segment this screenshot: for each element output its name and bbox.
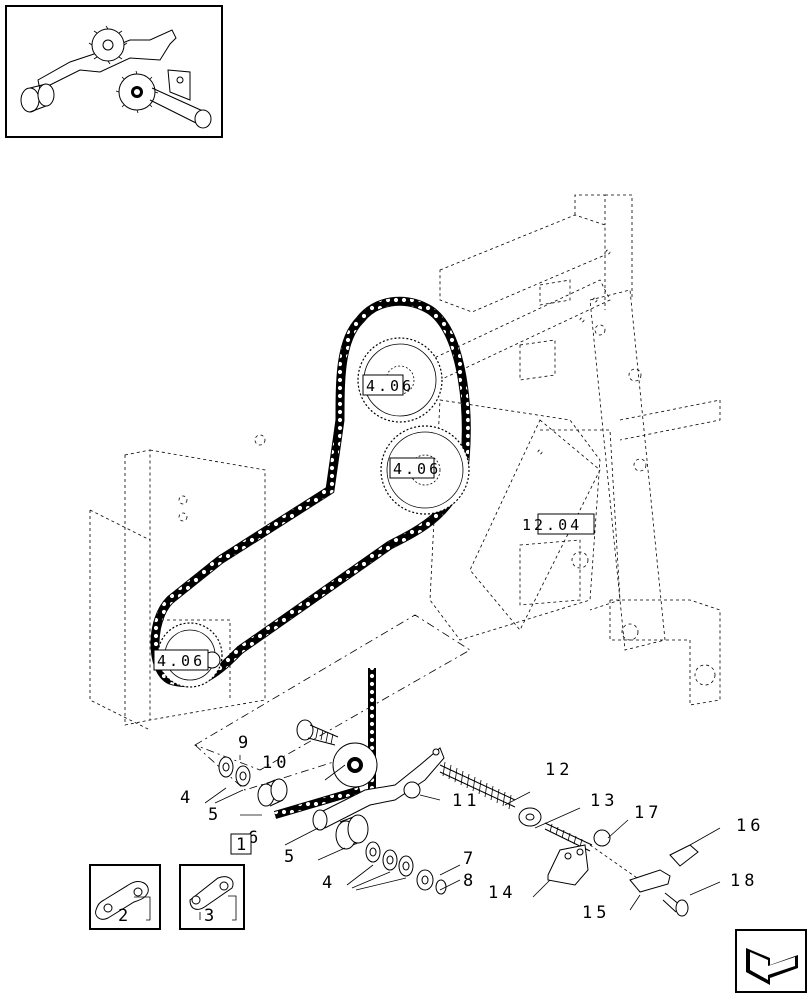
ref-label-upper: 4.06 <box>366 377 414 395</box>
machine-frame <box>89 194 721 771</box>
page-arrow-icon[interactable] <box>735 929 807 993</box>
callout-18: 18 <box>730 871 758 891</box>
callout-11: 11 <box>452 791 480 811</box>
callout-4-upper: 4 <box>180 788 194 808</box>
callout-3: 3 <box>204 906 218 926</box>
leader-lines <box>204 755 721 911</box>
ref-label-middle: 4.06 <box>393 460 441 478</box>
callout-2: 2 <box>118 906 132 926</box>
callout-4-lower: 4 <box>322 873 336 893</box>
ref-label-frame: 12.04 <box>522 516 582 534</box>
callout-10: 10 <box>262 753 290 773</box>
callout-17: 17 <box>634 803 662 823</box>
callout-8: 8 <box>463 871 477 891</box>
ref-label-lower: 4.06 <box>157 652 205 670</box>
callout-16: 16 <box>736 816 764 836</box>
callout-1-box: 1 <box>230 833 252 855</box>
offset-link-connector-icon: 3 <box>179 864 245 930</box>
callout-labels: 9 10 4 5 6 5 4 11 12 13 14 15 16 17 18 7… <box>180 733 764 923</box>
ref-box-lower: 4.06 <box>153 649 209 671</box>
callout-6: 6 <box>248 828 262 848</box>
chain-link-connector-icon: 2 <box>89 864 161 930</box>
bolt-part <box>296 719 339 746</box>
callout-12: 12 <box>545 760 573 780</box>
ref-box-upper: 4.06 <box>362 374 414 396</box>
tensioner-parts <box>194 668 699 917</box>
callout-13: 13 <box>590 791 618 811</box>
thumbnail-preview <box>5 5 223 138</box>
callout-9: 9 <box>238 733 252 753</box>
idler-sprocket-part <box>332 742 378 788</box>
callout-5-lower: 5 <box>284 847 298 867</box>
ref-box-middle: 4.06 <box>389 457 441 479</box>
chain-drive <box>150 296 471 688</box>
callout-14: 14 <box>488 883 516 903</box>
ref-box-frame: 12.04 <box>522 513 595 535</box>
callout-5-upper: 5 <box>208 805 222 825</box>
callout-15: 15 <box>582 903 610 923</box>
spring-part <box>439 761 516 810</box>
callout-7: 7 <box>463 849 477 869</box>
callout-1: 1 <box>236 835 250 855</box>
